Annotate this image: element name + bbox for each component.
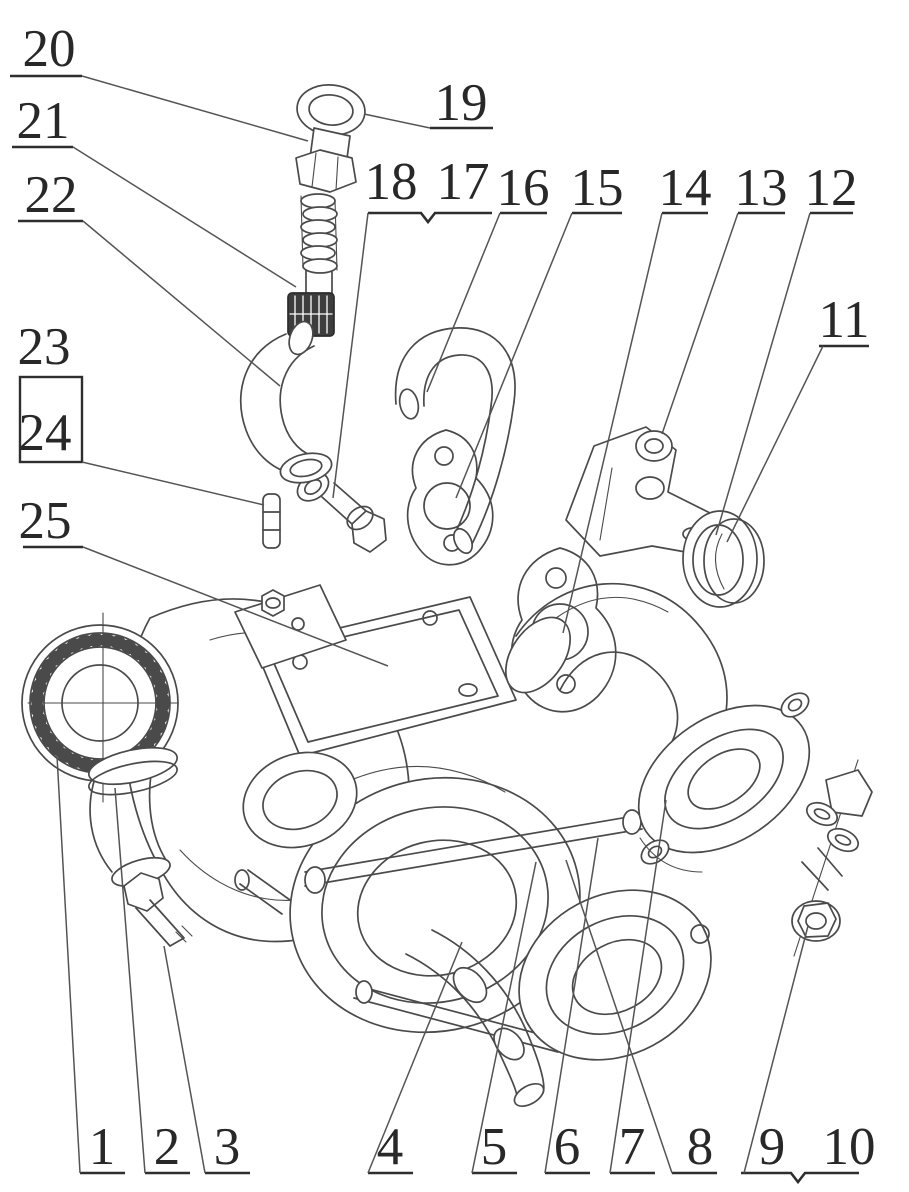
- callout-label-14: 14: [659, 159, 712, 217]
- hose: [394, 327, 516, 555]
- banjo-bolt-fitting: [791, 759, 873, 957]
- leader-line-4: [367, 941, 463, 1174]
- leader-line-2: [114, 787, 146, 1174]
- box-24: [18, 375, 84, 464]
- callout-label-9: 9: [759, 1118, 786, 1176]
- callout-label-19: 19: [435, 74, 488, 132]
- bracket-9-10: [741, 1171, 859, 1185]
- leader-line-20: [81, 75, 309, 142]
- pin-and-nut: [261, 493, 285, 617]
- callout-label-5: 5: [481, 1118, 508, 1176]
- leader-line-22: [82, 220, 281, 387]
- callout-label-6: 6: [554, 1118, 581, 1176]
- leader-line-19: [363, 113, 431, 129]
- leader-line-5: [471, 861, 537, 1174]
- leader-line-9-10: [743, 925, 809, 1174]
- callout-label-15: 15: [571, 159, 624, 217]
- leader-line-21: [72, 146, 297, 288]
- leader-line-12: [715, 212, 811, 536]
- callout-label-17: 17: [437, 153, 490, 211]
- bolt-3: [123, 872, 193, 947]
- callout-label-13: 13: [735, 159, 788, 217]
- callout-label-2: 2: [154, 1118, 181, 1176]
- leader-line-17-18: [332, 212, 369, 499]
- leader-line-7: [609, 799, 667, 1174]
- callout-label-7: 7: [619, 1118, 646, 1176]
- callout-label-20: 20: [23, 20, 76, 78]
- leader-line-1: [56, 755, 81, 1174]
- turbine-housing: [234, 751, 581, 1034]
- callout-label-18: 18: [365, 153, 418, 211]
- callout-label-4: 4: [377, 1118, 404, 1176]
- oil-return-pipe: [405, 929, 545, 1108]
- callout-label-8: 8: [687, 1118, 714, 1176]
- leader-line-11: [726, 345, 824, 543]
- bracket-17-18: [368, 211, 492, 225]
- callout-label-22: 22: [25, 166, 78, 224]
- callout-label-1: 1: [89, 1118, 116, 1176]
- mounting-studs: [304, 809, 643, 1053]
- gasket-upper: [406, 429, 494, 566]
- leader-line-8: [565, 859, 673, 1174]
- oil-drain-elbow: [239, 320, 333, 484]
- callout-label-24: 24: [19, 404, 72, 462]
- seal-ring: [682, 510, 765, 608]
- callout-label-16: 16: [497, 159, 550, 217]
- callout-label-11: 11: [818, 291, 869, 349]
- callout-label-10: 10: [823, 1118, 876, 1176]
- callout-label-3: 3: [214, 1118, 241, 1176]
- leader-line-6: [544, 837, 599, 1174]
- callout-label-25: 25: [19, 492, 72, 550]
- callout-label-21: 21: [17, 92, 70, 150]
- leader-line-16: [426, 212, 501, 393]
- leader-line-3: [163, 945, 206, 1174]
- callout-label-12: 12: [805, 159, 858, 217]
- exhaust-elbow-pipe: [504, 582, 811, 873]
- leader-line-15: [455, 212, 573, 499]
- leader-line-24: [81, 461, 265, 506]
- leader-line-14: [562, 212, 663, 634]
- callout-label-23: 23: [18, 318, 71, 376]
- leader-line-25: [82, 546, 389, 667]
- leader-line-13: [661, 212, 739, 435]
